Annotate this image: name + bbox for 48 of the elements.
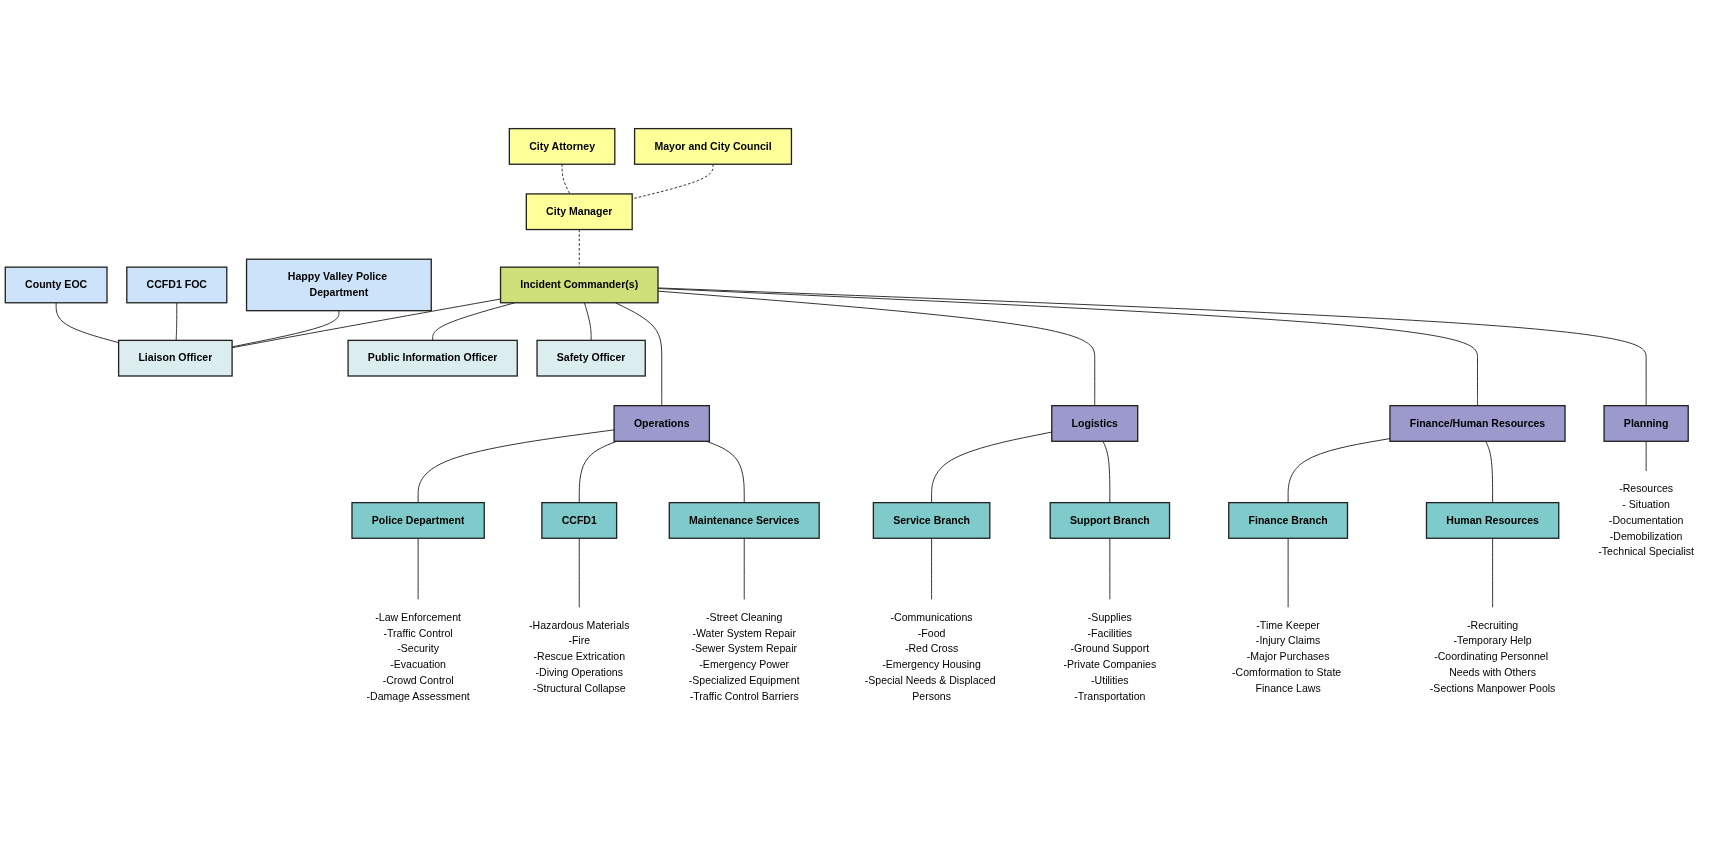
node-box: Happy Valley Police Department <box>245 258 432 312</box>
connector <box>1287 537 1289 608</box>
node-box: Operations <box>613 405 711 442</box>
node-text: -Street Cleaning -Water System Repair -Sewer System Repair -Emergency Power -Specialized Equipment -Traffic Control Barriers <box>688 611 800 702</box>
connector <box>657 288 1478 407</box>
connector <box>1109 537 1111 601</box>
connector <box>1102 440 1111 504</box>
node-box: County EOC <box>4 266 108 304</box>
node-box: Incident Commander(s) <box>499 266 659 304</box>
node-box: Police Department <box>351 501 485 539</box>
node-text: -Law Enforcement -Traffic Control -Security -Evacuation -Crowd Control -Damage Assessment <box>366 611 470 702</box>
connector <box>584 302 592 341</box>
node-text: -Hazardous Materials -Fire -Rescue Extrication -Diving Operations -Structural Collapse <box>529 619 630 694</box>
node-box: Finance Branch <box>1228 501 1349 539</box>
node-box: Service Branch <box>872 501 991 539</box>
node-box: Public Information Officer <box>347 339 518 377</box>
node-text: -Communications -Food -Red Cross -Emergency Housing -Special Needs & Displaced Persons <box>864 611 996 702</box>
node-text: -Resources - Situation -Documentation -Demobilization -Technical Specialist <box>1598 482 1694 558</box>
node-box: CCFD1 FOC <box>126 266 228 304</box>
connector <box>578 229 580 268</box>
connector <box>1485 440 1494 504</box>
node-text: -Time Keeper -Injury Claims -Major Purchases -Comformation to State Finance Laws <box>1232 619 1342 694</box>
node-box: Human Resources <box>1425 501 1560 539</box>
connector <box>657 290 1096 407</box>
connector <box>614 302 663 407</box>
connector <box>657 287 1647 407</box>
node-box: Logistics <box>1051 405 1139 442</box>
node-box: Finance/Human Resources <box>1389 405 1566 442</box>
connector <box>1492 537 1494 608</box>
connector <box>1645 440 1647 472</box>
node-box: City Manager <box>525 193 633 231</box>
node-box: Liaison Officer <box>117 339 233 377</box>
connector <box>417 429 615 504</box>
connector <box>578 537 580 608</box>
node-box: Safety Officer <box>536 339 646 377</box>
node-text: -Supplies -Facilities -Ground Support -Private Companies -Utilities -Transportation <box>1063 611 1157 702</box>
node-box: City Attorney <box>508 127 616 165</box>
connector <box>931 537 933 601</box>
connector <box>561 163 571 195</box>
connector <box>417 537 419 601</box>
connector <box>743 537 745 601</box>
node-box: Maintenance Services <box>668 501 820 539</box>
node-text: -Recruiting -Temporary Help -Coordinating Personnel Needs with Others -Sections Manpower Pools <box>1429 619 1556 694</box>
node-box: Mayor and City Council <box>633 127 793 165</box>
node-box: CCFD1 <box>541 501 618 539</box>
connector <box>175 302 178 341</box>
node-box: Planning <box>1603 405 1689 442</box>
node-box: Support Branch <box>1049 501 1171 539</box>
